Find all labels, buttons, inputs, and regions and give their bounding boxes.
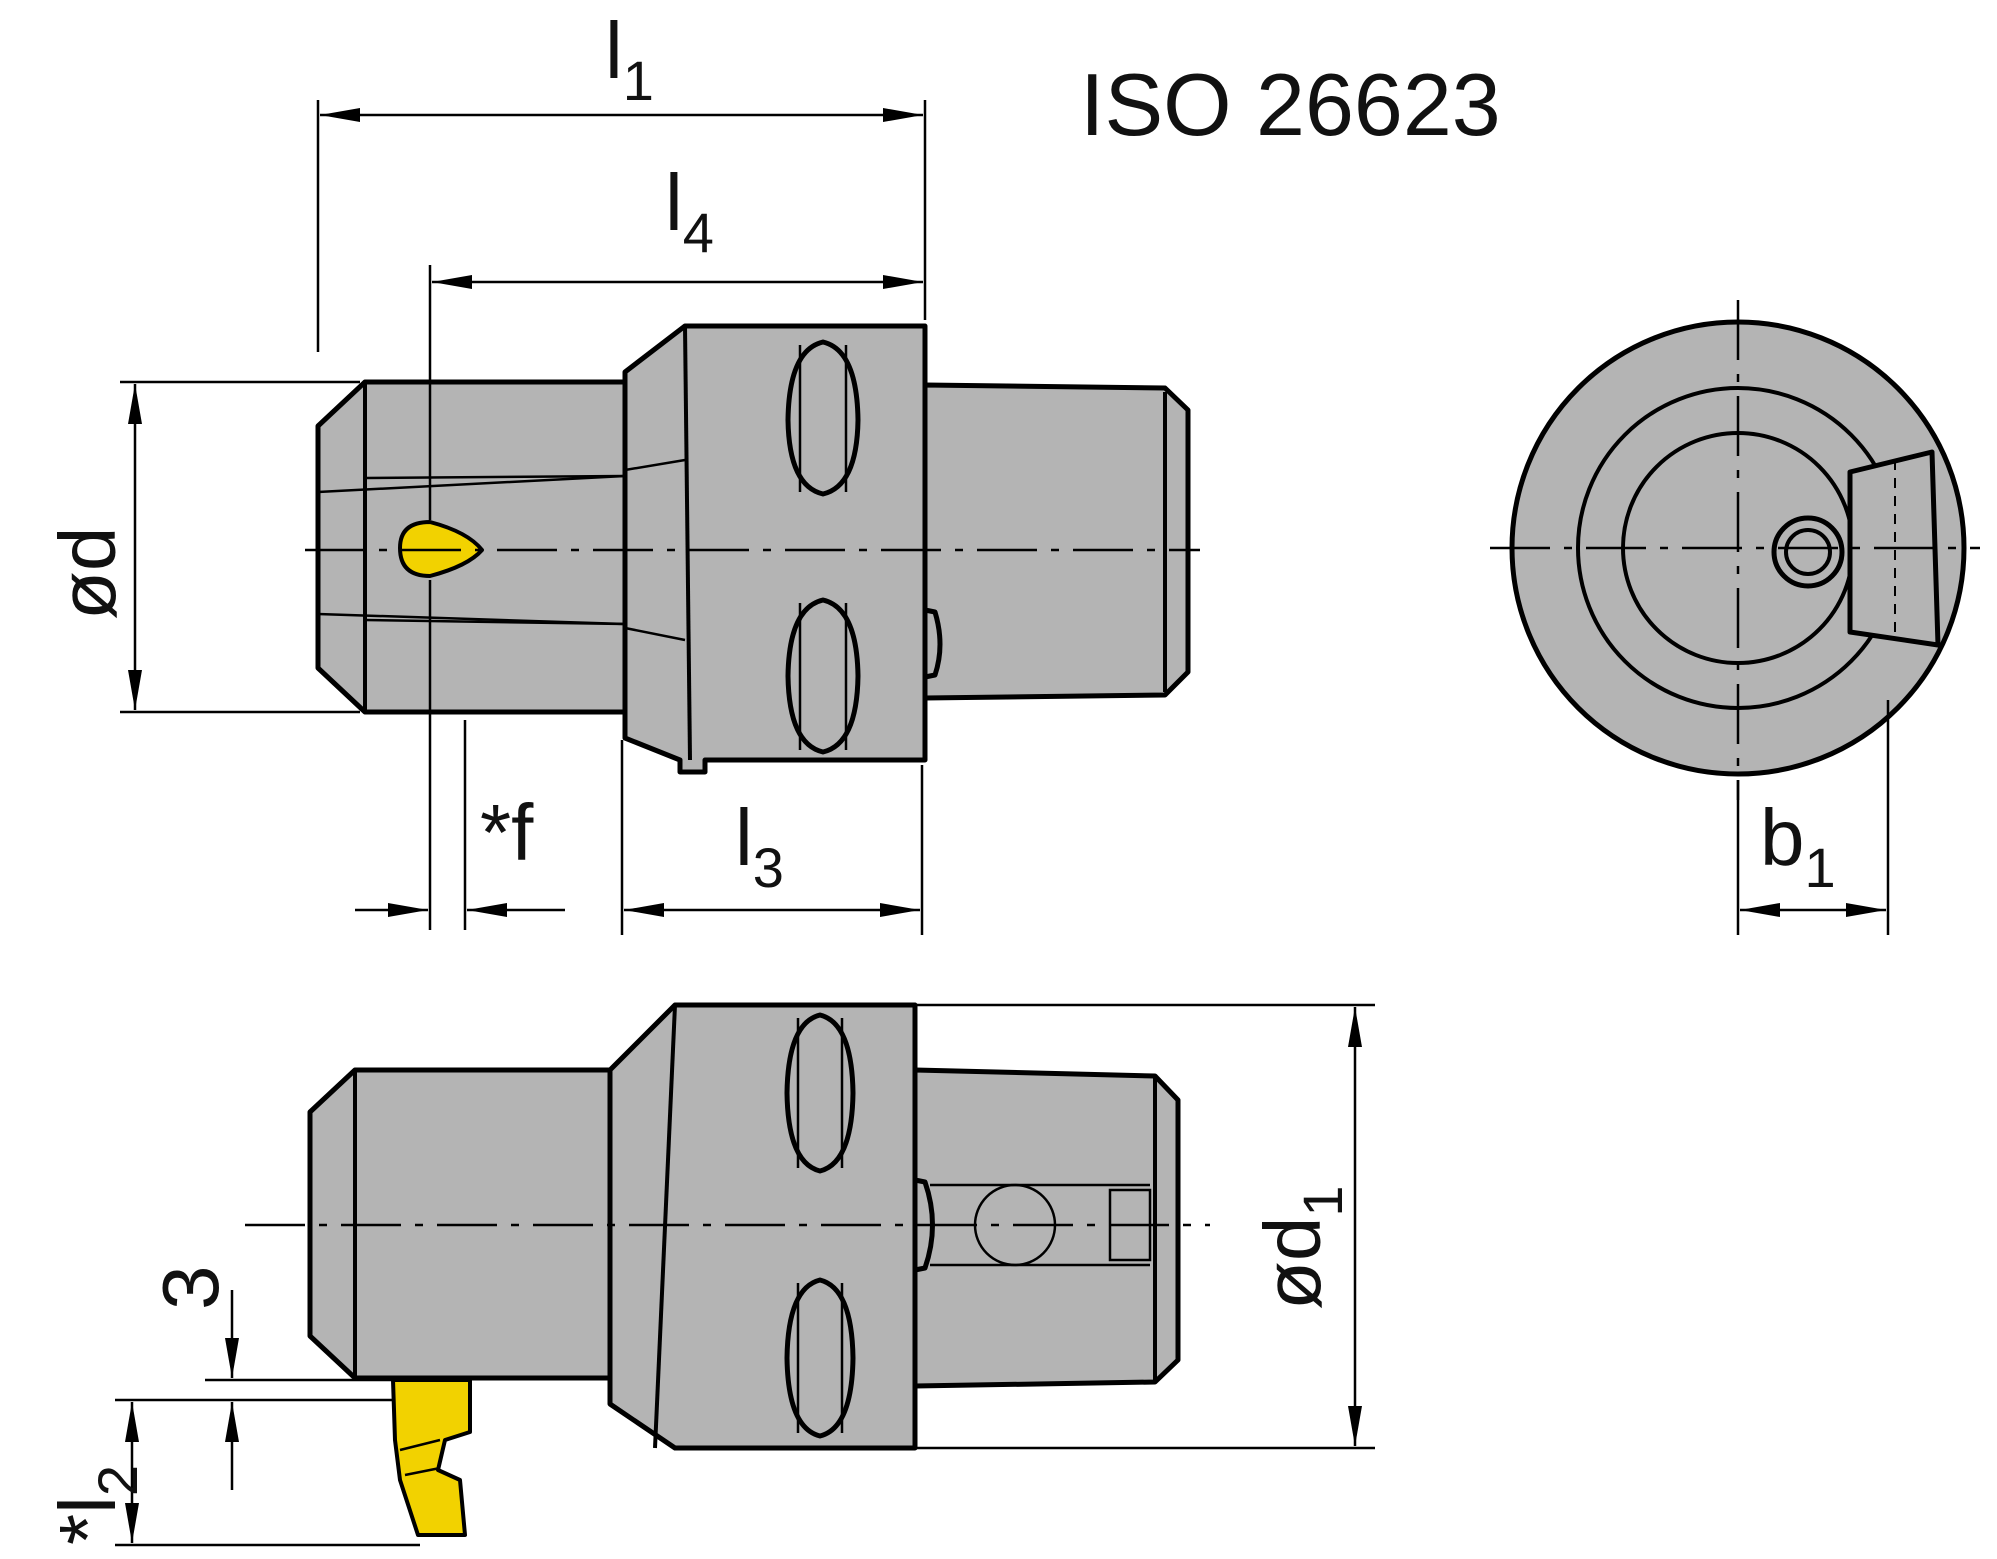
top-shank	[922, 382, 1191, 701]
label-3: 3	[146, 1266, 235, 1311]
label-d1: ød1	[1248, 1185, 1354, 1310]
label-l2: *l2	[43, 1465, 149, 1545]
label-f: *f	[480, 788, 534, 877]
label-d: ød	[43, 527, 132, 620]
bottom-shank	[912, 1067, 1181, 1389]
top-view	[120, 100, 1200, 935]
label-l4: l4	[665, 158, 714, 264]
label-l3: l3	[735, 793, 784, 899]
standard-label: ISO 26623	[1080, 55, 1501, 154]
label-b1: b1	[1760, 793, 1836, 899]
label-l1: l1	[605, 6, 654, 112]
bottom-view	[115, 1002, 1375, 1547]
bottom-insert	[391, 1378, 472, 1537]
bottom-flange	[607, 1002, 918, 1451]
torx-screw	[1771, 515, 1845, 589]
top-groove-lower	[785, 597, 861, 755]
top-groove-upper	[785, 339, 861, 497]
end-view	[1490, 300, 1980, 935]
